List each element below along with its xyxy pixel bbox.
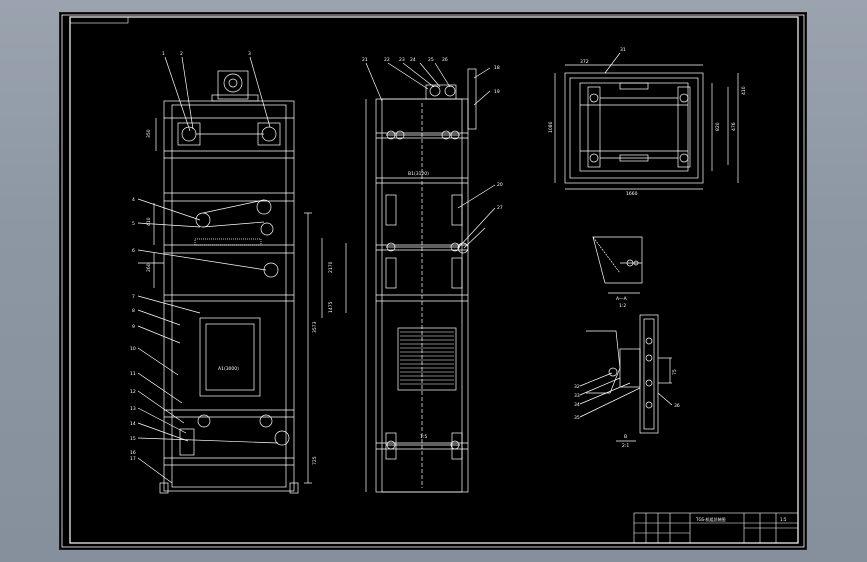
callout-detail-32: 32	[574, 384, 580, 390]
callout-front-left-17: 17	[130, 456, 136, 462]
section-b-label: B	[624, 434, 627, 440]
callout-front-left-11: 11	[130, 371, 136, 377]
drawing-sheet: A1(3000) 350 410 260 2170 3573 725 1475 …	[60, 13, 806, 549]
callout-front-left-6: 6	[132, 248, 135, 254]
dim-side-mid: 1:5	[420, 434, 427, 440]
callout-front-left-13: 13	[130, 406, 136, 412]
title-block-drawing-title: TGS-机组总装图	[695, 516, 726, 522]
dim-front-inner: A1(3000)	[218, 366, 239, 372]
dim-plan-top: 372	[580, 59, 589, 65]
callout-front-left-15: 15	[130, 436, 136, 442]
callout-side-top-22: 22	[384, 57, 390, 63]
callout-front-top-1: 1	[162, 51, 165, 57]
dim-front-right-d: 1475	[328, 301, 334, 313]
callout-front-left-5: 5	[132, 221, 135, 227]
section-a-label: A—A	[616, 296, 628, 302]
dim-front-side-a: 350	[146, 129, 152, 138]
detail-b-view	[579, 314, 673, 442]
callout-side-top-25: 25	[428, 57, 434, 63]
callout-detail-36: 36	[674, 403, 680, 409]
callout-front-left-16: 16	[130, 450, 136, 456]
dim-plan-right-b: 476	[731, 122, 737, 131]
dim-front-side-b: 410	[146, 217, 152, 226]
inner-border	[69, 16, 799, 544]
callout-front-left-4: 4	[132, 197, 135, 203]
callout-front-top-3: 3	[248, 51, 251, 57]
section-b-scale: 2:1	[622, 443, 629, 449]
callout-front-left-9: 9	[132, 324, 135, 330]
callout-detail-34: 34	[574, 402, 580, 408]
side-screen-hatch	[400, 331, 454, 385]
callout-front-left-14: 14	[130, 421, 136, 427]
title-block-scale: 1:5	[780, 517, 787, 522]
section-a-view	[592, 236, 643, 294]
callout-front-left-12: 12	[130, 389, 136, 395]
callout-plan-31: 31	[620, 47, 626, 53]
dim-detail: 75	[672, 369, 678, 375]
callout-side-right-27: 27	[497, 205, 503, 211]
dim-front-right-b: 3573	[312, 321, 318, 333]
corner-tag	[69, 16, 129, 24]
callout-side-top-23: 23	[399, 57, 405, 63]
callout-front-left-10: 10	[130, 346, 136, 352]
dim-plan-right-a: 820	[715, 122, 721, 131]
callout-side-right-19: 19	[494, 89, 500, 95]
callout-detail-35: 35	[574, 415, 580, 421]
callout-front-top-2: 2	[180, 51, 183, 57]
side-view	[365, 62, 496, 493]
callout-side-right-18: 18	[494, 65, 500, 71]
dim-plan-depth: 1080	[548, 121, 554, 133]
front-view	[137, 56, 347, 494]
plan-view	[554, 52, 739, 190]
callout-side-right-20: 20	[497, 182, 503, 188]
dim-front-side-c: 260	[146, 263, 152, 272]
title-block	[633, 512, 799, 544]
dim-front-right-a: 2170	[328, 261, 334, 273]
dim-plan-width: 1660	[626, 191, 638, 197]
dim-side-span: B1(3120)	[408, 171, 429, 177]
callout-side-top-26: 26	[442, 57, 448, 63]
dim-front-right-c: 725	[312, 456, 318, 465]
callout-front-left-7: 7	[132, 294, 135, 300]
callout-side-top-24: 24	[410, 57, 416, 63]
outer-border	[61, 14, 805, 548]
section-a-scale: 1:2	[619, 303, 626, 309]
callout-side-top-21: 21	[362, 57, 368, 63]
dim-plan-right-c: 410	[741, 86, 747, 95]
callout-front-left-8: 8	[132, 308, 135, 314]
callout-detail-33: 33	[574, 393, 580, 399]
cad-drawing: A1(3000) 350 410 260 2170 3573 725 1475 …	[61, 14, 805, 548]
